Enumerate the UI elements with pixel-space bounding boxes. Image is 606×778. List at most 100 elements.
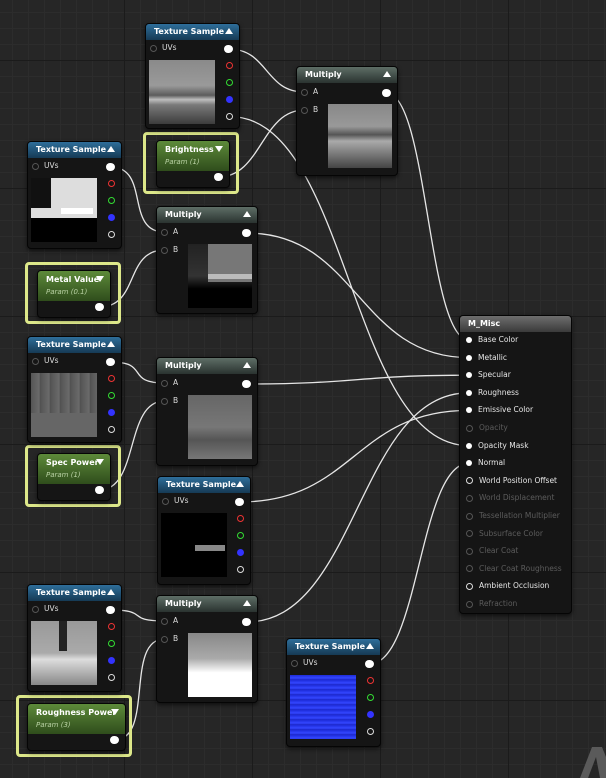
material-input-clear-coat-roughness: Clear Coat Roughness	[466, 563, 562, 575]
a-input-pin[interactable]: A	[301, 86, 318, 98]
red-output-pin[interactable]	[108, 180, 115, 187]
material-input-opacity-mask[interactable]: Opacity Mask	[466, 440, 529, 452]
collapse-arrow-icon[interactable]	[215, 146, 223, 152]
value-output-pin[interactable]	[214, 173, 223, 181]
collapse-arrow-icon[interactable]	[107, 341, 115, 347]
texture-preview	[31, 373, 97, 437]
material-input-base-color[interactable]: Base Color	[466, 334, 518, 346]
blue-output-pin[interactable]	[237, 549, 244, 556]
b-input-pin[interactable]: B	[161, 633, 178, 645]
result-output-pin[interactable]	[382, 89, 391, 97]
blue-output-pin[interactable]	[108, 214, 115, 221]
b-input-pin[interactable]: B	[301, 104, 318, 116]
alpha-output-pin[interactable]	[237, 566, 244, 573]
alpha-output-pin[interactable]	[367, 728, 374, 735]
texture-sample-node[interactable]: Texture Sample UVs	[27, 336, 122, 443]
red-output-pin[interactable]	[237, 515, 244, 522]
texture-sample-node[interactable]: Texture Sample UVs	[27, 584, 122, 692]
red-output-pin[interactable]	[367, 677, 374, 684]
uvs-input-pin[interactable]: UVs	[32, 160, 59, 172]
result-output-pin[interactable]	[242, 618, 251, 626]
collapse-arrow-icon[interactable]	[243, 600, 251, 606]
green-output-pin[interactable]	[237, 532, 244, 539]
uvs-input-pin[interactable]: UVs	[162, 495, 189, 507]
collapse-arrow-icon[interactable]	[225, 28, 233, 34]
material-input-world-position-offset[interactable]: World Position Offset	[466, 475, 557, 487]
red-output-pin[interactable]	[108, 623, 115, 630]
uvs-input-pin[interactable]: UVs	[150, 42, 177, 54]
texture-sample-node[interactable]: Texture Sample UVs	[286, 638, 381, 747]
blue-output-pin[interactable]	[108, 409, 115, 416]
value-output-pin[interactable]	[95, 303, 104, 311]
rgb-output-pin[interactable]	[106, 358, 115, 366]
b-input-pin[interactable]: B	[161, 395, 178, 407]
material-input-ambient-occlusion[interactable]: Ambient Occlusion	[466, 580, 549, 592]
multiply-node[interactable]: Multiply A B	[156, 206, 258, 314]
a-input-pin[interactable]: A	[161, 615, 178, 627]
collapse-arrow-icon[interactable]	[96, 459, 104, 465]
node-title: Multiply	[157, 207, 257, 223]
blue-output-pin[interactable]	[108, 657, 115, 664]
collapse-arrow-icon[interactable]	[366, 643, 374, 649]
node-title: Multiply	[157, 358, 257, 374]
node-title: Texture Sample	[158, 477, 250, 493]
result-output-pin[interactable]	[242, 380, 251, 388]
value-output-pin[interactable]	[95, 486, 104, 494]
collapse-arrow-icon[interactable]	[107, 146, 115, 152]
input-pin-icon	[466, 442, 472, 449]
collapse-arrow-icon[interactable]	[383, 71, 391, 77]
uvs-input-pin[interactable]: UVs	[32, 355, 59, 367]
red-output-pin[interactable]	[226, 62, 233, 69]
multiply-node[interactable]: Multiply A B	[156, 357, 258, 466]
rgb-output-pin[interactable]	[224, 45, 233, 53]
texture-sample-node[interactable]: Texture Sample UVs	[27, 141, 122, 249]
collapse-arrow-icon[interactable]	[111, 709, 119, 715]
material-input-emissive-color[interactable]: Emissive Color	[466, 404, 533, 416]
rgb-output-pin[interactable]	[106, 606, 115, 614]
collapse-arrow-icon[interactable]	[96, 276, 104, 282]
green-output-pin[interactable]	[226, 79, 233, 86]
b-input-pin[interactable]: B	[161, 244, 178, 256]
blue-output-pin[interactable]	[367, 711, 374, 718]
rgb-output-pin[interactable]	[106, 163, 115, 171]
material-input-metallic[interactable]: Metallic	[466, 352, 507, 364]
multiply-node[interactable]: Multiply A B	[296, 66, 398, 176]
uvs-input-pin[interactable]: UVs	[32, 603, 59, 615]
collapse-arrow-icon[interactable]	[107, 589, 115, 595]
alpha-output-pin[interactable]	[108, 674, 115, 681]
alpha-output-pin[interactable]	[108, 231, 115, 238]
material-input-normal[interactable]: Normal	[466, 457, 505, 469]
multiply-node[interactable]: Multiply A B	[156, 595, 258, 703]
green-output-pin[interactable]	[108, 392, 115, 399]
green-output-pin[interactable]	[108, 197, 115, 204]
a-input-pin[interactable]: A	[161, 377, 178, 389]
green-output-pin[interactable]	[108, 640, 115, 647]
collapse-arrow-icon[interactable]	[243, 362, 251, 368]
uvs-input-pin[interactable]: UVs	[291, 657, 318, 669]
rgb-output-pin[interactable]	[365, 660, 374, 668]
red-output-pin[interactable]	[108, 375, 115, 382]
alpha-output-pin[interactable]	[226, 113, 233, 120]
alpha-output-pin[interactable]	[108, 426, 115, 433]
material-input-roughness[interactable]: Roughness	[466, 387, 519, 399]
texture-sample-node[interactable]: Texture Sample UVs	[145, 23, 240, 129]
graph-corner-icon	[580, 747, 606, 778]
collapse-arrow-icon[interactable]	[243, 211, 251, 217]
value-output-pin[interactable]	[110, 736, 119, 744]
result-output-pin[interactable]	[242, 229, 251, 237]
texture-sample-node[interactable]: Texture Sample UVs	[157, 476, 251, 585]
connection-wire	[246, 374, 470, 385]
param-highlight	[143, 132, 239, 194]
a-input-pin[interactable]: A	[161, 226, 178, 238]
collapse-arrow-icon[interactable]	[236, 481, 244, 487]
rgb-output-pin[interactable]	[235, 498, 244, 506]
green-output-pin[interactable]	[367, 694, 374, 701]
blue-output-pin[interactable]	[226, 96, 233, 103]
multiply-preview	[188, 633, 252, 697]
material-input-specular[interactable]: Specular	[466, 369, 511, 381]
